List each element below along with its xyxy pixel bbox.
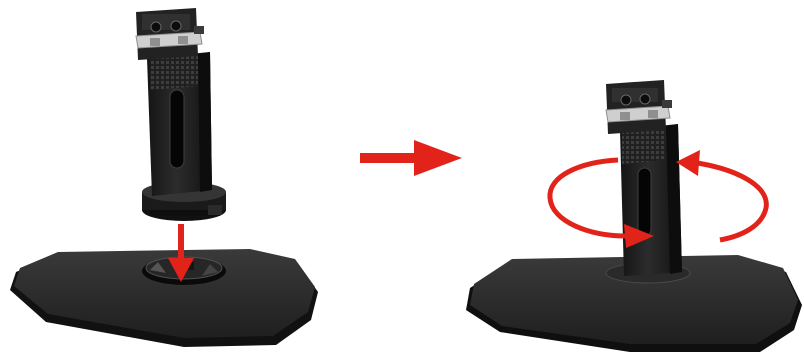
- stand-base-step-1: [10, 249, 318, 347]
- step-2-group: [466, 80, 802, 352]
- stand-neck-step-1: [136, 8, 226, 221]
- right-arrow-icon: [360, 140, 462, 176]
- stand-neck-step-2: [606, 80, 682, 276]
- step-1-group: [10, 8, 318, 347]
